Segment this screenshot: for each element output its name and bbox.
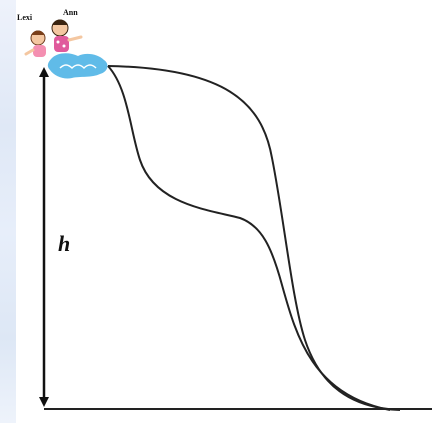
character-label-lexi: Lexi [17,13,33,22]
children-illustration [24,19,108,79]
slide-path-inner [107,65,391,411]
slide-path-outer [107,65,401,411]
left-decorative-strip [0,0,16,423]
character-label-ann: Ann [63,8,78,17]
height-label: h [58,231,71,256]
